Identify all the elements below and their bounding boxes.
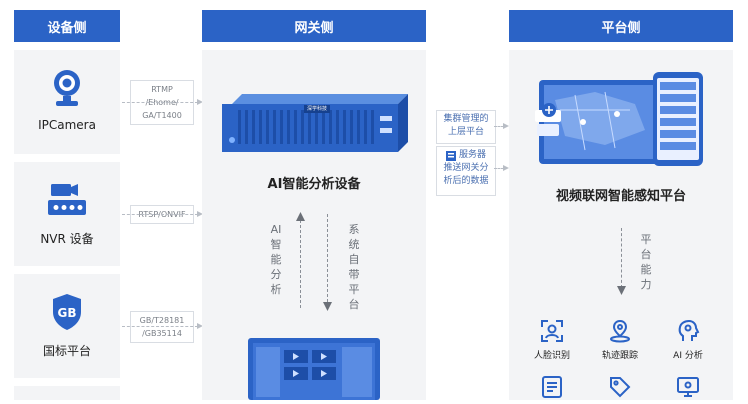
gateway-device-title: AI智能分析设备 — [267, 177, 361, 192]
nvr-icon — [47, 180, 87, 220]
server-box: 服务器 推送网关分 析后的数据 — [436, 146, 496, 196]
platform-column-header: 平台侧 — [509, 10, 733, 42]
arrow-down-gateway — [327, 214, 328, 302]
feature-label: AI 分析 — [673, 351, 703, 361]
upper-platform-line: 上层平台 — [447, 127, 484, 137]
face-scan-icon — [539, 318, 565, 344]
device-label: IPCamera — [38, 118, 96, 132]
server-desc-line: 析后的数据 — [443, 176, 489, 186]
server-icon — [445, 150, 456, 161]
feature-tag — [590, 374, 650, 400]
arrow-device-to-gateway — [122, 323, 203, 329]
arrow-up-gateway — [300, 220, 301, 308]
device-card-ipcamera: IPCamera — [14, 50, 120, 154]
server-title: 服务器 — [458, 150, 486, 160]
tag-icon — [607, 374, 633, 400]
device-label: NVR 设备 — [40, 232, 94, 246]
document-list-icon — [539, 374, 565, 400]
arrow-device-to-gateway — [122, 211, 203, 217]
arrow-device-to-gateway — [122, 99, 203, 105]
monitor-gear-icon — [675, 374, 701, 400]
arrow-to-upper-platform — [494, 123, 509, 129]
built-in-platform-vertical-label: 系统自带平台 — [348, 223, 360, 311]
platform-capability-vertical-label: 平台能力 — [640, 233, 652, 291]
ai-analysis-vertical-label: AI智能分析 — [270, 223, 282, 296]
device-column-header: 设备侧 — [14, 10, 120, 42]
ai-server-image: 深学科技 — [220, 88, 410, 160]
server-title-row: 服务器 — [437, 149, 495, 162]
ai-head-icon — [675, 318, 701, 344]
gateway-column-header: 网关侧 — [202, 10, 426, 42]
arrow-down-platform — [621, 228, 622, 288]
feature-track: 轨迹跟踪 — [590, 318, 650, 361]
gb-shield-icon: GB — [47, 292, 87, 332]
feature-label: 轨迹跟踪 — [601, 351, 638, 361]
feature-face-recognition: 人脸识别 — [522, 318, 582, 361]
device-label: 国标平台 — [42, 344, 91, 358]
location-track-icon — [607, 318, 633, 344]
upper-platform-box: 集群管理的 上层平台 — [436, 110, 496, 144]
platform-title: 视频联网智能感知平台 — [555, 189, 686, 204]
device-card-nvr: NVR 设备 — [14, 162, 120, 266]
device-card-partial — [14, 386, 120, 400]
device-card-gb-platform: GB 国标平台 — [14, 274, 120, 378]
arrow-to-server — [494, 165, 509, 171]
arrow-down-head — [617, 286, 626, 295]
arrow-up-head — [296, 212, 305, 221]
platform-dashboard-image — [535, 70, 707, 170]
arrow-down-head — [323, 302, 332, 311]
feature-ai-analysis: AI 分析 — [658, 318, 718, 361]
upper-platform-line: 集群管理的 — [443, 114, 489, 124]
protocol-box-gb: GB/T28181 /GB35114 — [130, 311, 194, 343]
svg-text:GB: GB — [58, 306, 77, 320]
ip-camera-icon — [47, 68, 87, 108]
server-brand-label: 深学科技 — [306, 106, 327, 112]
protocol-line: /GB35114 — [142, 329, 182, 338]
server-desc-line: 推送网关分 — [443, 163, 489, 173]
feature-monitor — [658, 374, 718, 400]
protocol-line: RTMP — [151, 85, 173, 94]
feature-document — [522, 374, 582, 400]
platform-screen-image — [248, 338, 380, 400]
feature-label: 人脸识别 — [533, 351, 570, 361]
protocol-line: GA/T1400 — [142, 111, 182, 120]
protocol-line: GB/T28181 — [139, 316, 185, 325]
